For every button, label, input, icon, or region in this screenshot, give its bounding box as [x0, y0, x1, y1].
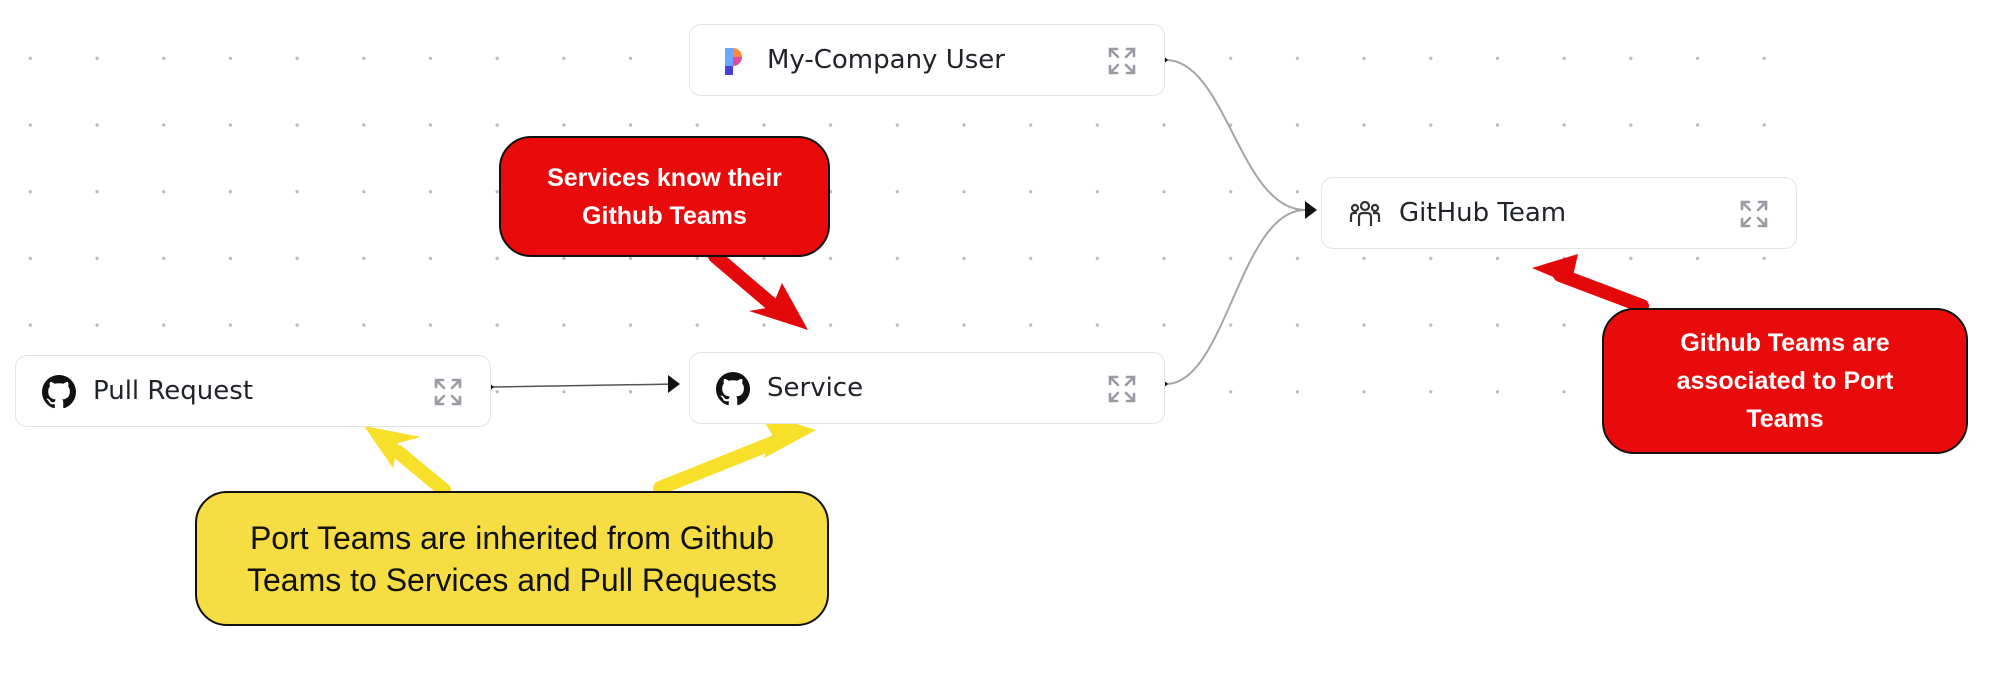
callout-line: Github Teams: [582, 201, 747, 230]
arrowhead-github-team-in: [1305, 201, 1317, 219]
node-label: Pull Request: [93, 376, 254, 406]
node-label: My-Company User: [767, 45, 1005, 75]
callout-line: Teams: [1746, 405, 1824, 433]
port-logo-icon: [716, 44, 750, 78]
node-my-company-user[interactable]: My-Company User: [689, 24, 1165, 96]
callout-port-teams-inherited: Port Teams are inherited from Github Tea…: [195, 491, 829, 626]
node-label: GitHub Team: [1399, 198, 1567, 228]
expand-icon[interactable]: [1106, 373, 1138, 405]
github-icon: [716, 372, 750, 406]
callout-services-know-teams: Services know their Github Teams: [499, 136, 830, 257]
github-icon: [42, 375, 76, 409]
callout-teams-associated: Github Teams are associated to Port Team…: [1602, 308, 1968, 454]
expand-icon[interactable]: [432, 376, 464, 408]
link-user-to-github-team: [1165, 59, 1306, 211]
link-pull-request-to-service: [491, 383, 679, 388]
node-service[interactable]: Service: [689, 352, 1165, 424]
team-people-icon: [1348, 197, 1382, 231]
red-arrow-to-service: [708, 249, 808, 330]
red-arrow-to-github-team: [1532, 254, 1649, 313]
callout-line: Services know their: [547, 163, 782, 192]
callout-line: associated to Port: [1676, 367, 1894, 395]
expand-icon[interactable]: [1106, 45, 1138, 77]
callout-line: Port Teams are inherited from Github: [249, 519, 775, 556]
node-pull-request[interactable]: Pull Request: [15, 355, 491, 427]
callout-line: Github Teams are: [1680, 329, 1890, 357]
arrowhead-service-in: [668, 375, 680, 393]
node-label: Service: [767, 373, 864, 403]
expand-icon[interactable]: [1738, 198, 1770, 230]
node-github-team[interactable]: GitHub Team: [1321, 177, 1797, 249]
link-service-to-github-team: [1165, 209, 1306, 385]
yellow-arrow-to-pull-request: [364, 426, 451, 497]
callout-line: Teams to Services and Pull Requests: [246, 561, 778, 598]
